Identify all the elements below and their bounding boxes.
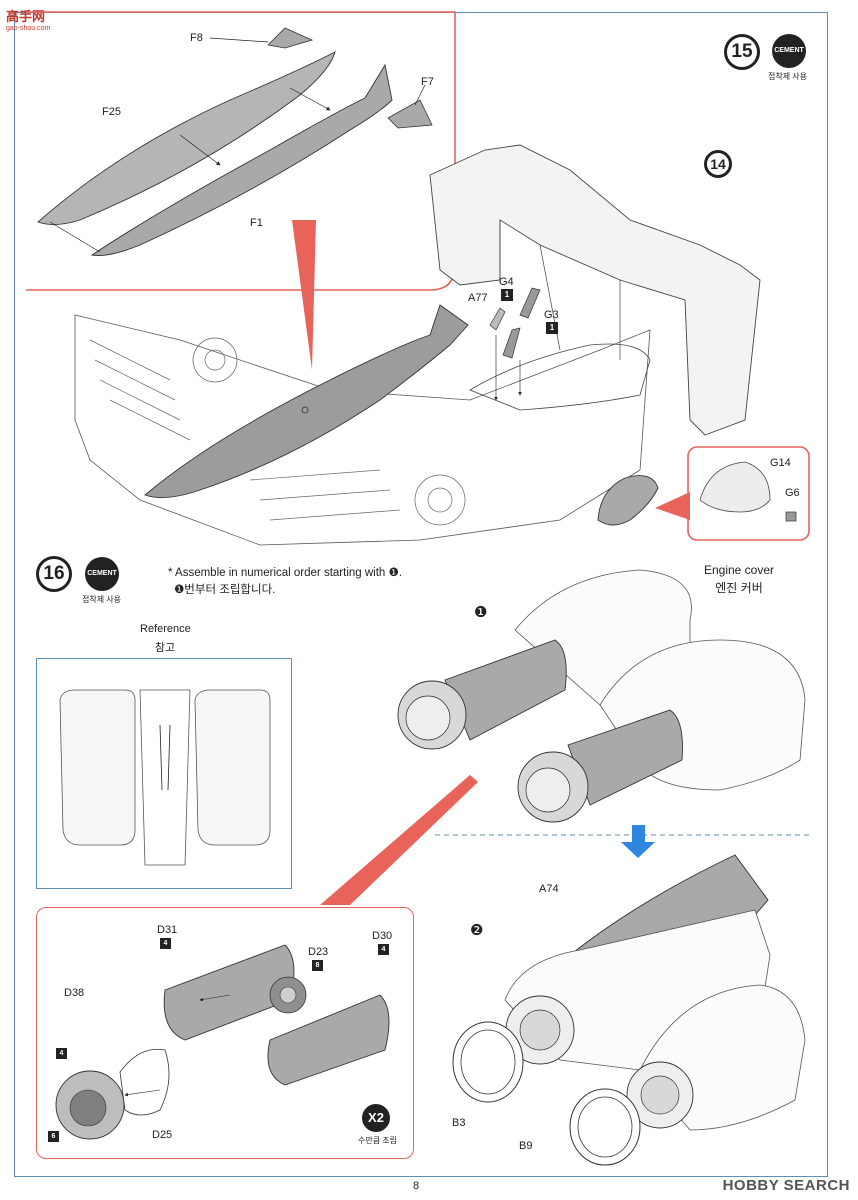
- reference-label-en: Reference: [140, 623, 191, 635]
- site-logo-sub: gao-shou.com: [6, 25, 51, 32]
- callout-pointer-top: [292, 220, 316, 370]
- callout-pointer-g14: [655, 492, 690, 520]
- qty-g4: 1: [501, 289, 513, 301]
- label-f8: F8: [190, 32, 203, 44]
- reference-engines-drawing: [59, 689, 271, 866]
- callout-panel-droptank: [26, 11, 456, 291]
- label-d38: D38: [64, 987, 85, 999]
- assembled-drop-tank: [144, 304, 469, 499]
- step-16-cement-note: 접착제 사용: [82, 595, 122, 604]
- step-16-number: 16: [36, 556, 72, 592]
- label-g4: G4: [499, 276, 514, 288]
- step-15-cement-icon: CEMENT: [772, 34, 806, 68]
- part-d25-plate: [119, 1048, 170, 1116]
- make-two-note: 수만큼 조립: [358, 1136, 398, 1145]
- engine-nacelle-outline: [469, 343, 651, 411]
- label-f25: F25: [102, 106, 121, 118]
- qty-d23: 8: [312, 960, 323, 971]
- callout-pointer-step16: [320, 775, 478, 905]
- g14-detail-drawing: [699, 461, 771, 513]
- part-f25-tank-half: [37, 51, 336, 225]
- substep-1-marker: ❶: [474, 604, 488, 621]
- qty-g3: 1: [546, 322, 558, 334]
- part-g3: [519, 287, 541, 319]
- label-d23: D23: [308, 946, 329, 958]
- step-14-reference: 14: [704, 150, 732, 178]
- label-f7: F7: [421, 76, 434, 88]
- page-number: 8: [413, 1180, 420, 1192]
- qty-d38-a: 4: [56, 1048, 67, 1059]
- part-b3-ring: [452, 1021, 524, 1103]
- reference-box: [36, 658, 292, 889]
- label-d25: D25: [152, 1129, 173, 1141]
- label-d31: D31: [157, 924, 178, 936]
- step-15-number: 15: [724, 34, 760, 70]
- engine-assembly-step1: [397, 569, 806, 823]
- callout-box-g14: [687, 446, 810, 541]
- part-f7-fin: [387, 99, 433, 129]
- engine-assembly-step2: [452, 854, 806, 1166]
- label-g3: G3: [544, 309, 559, 321]
- callout-box-engine-detail: [36, 907, 414, 1159]
- label-g6: G6: [785, 487, 800, 499]
- wing-assembly: [429, 144, 761, 436]
- part-b9-ring: [569, 1088, 641, 1166]
- make-two-badge: X2: [362, 1104, 390, 1132]
- label-f1: F1: [250, 217, 263, 229]
- step-15-cement-note: 접착제 사용: [768, 72, 808, 81]
- part-g14-cover: [597, 475, 659, 526]
- engine-subassembly-detail: [55, 944, 390, 1140]
- qty-d38-b: 6: [48, 1131, 59, 1142]
- part-f8-fin: [267, 27, 314, 49]
- landing-gear-lines: [89, 337, 466, 526]
- engine-cover-label-ko: 엔진 커버: [715, 581, 763, 595]
- reference-label-ko: 참고: [154, 642, 176, 654]
- step-16-cement-icon: CEMENT: [85, 557, 119, 591]
- aircraft-underside-outline: [74, 314, 651, 546]
- qty-d31: 4: [160, 938, 171, 949]
- instruction-en: * Assemble in numerical order starting w…: [168, 567, 403, 579]
- label-a77: A77: [468, 292, 488, 304]
- label-a74: A74: [539, 883, 559, 895]
- part-d30-half: [267, 994, 390, 1086]
- part-g4: [502, 327, 521, 359]
- label-b9: B9: [519, 1140, 533, 1152]
- engine-cover-label-en: Engine cover: [703, 563, 775, 577]
- watermark: HOBBY SEARCH: [722, 1177, 850, 1194]
- label-b3: B3: [452, 1117, 466, 1129]
- qty-d30: 4: [378, 944, 389, 955]
- part-g6: [785, 511, 797, 522]
- label-g14: G14: [770, 457, 791, 469]
- part-a77: [489, 307, 506, 331]
- label-d30: D30: [372, 930, 393, 942]
- substep-2-marker: ❷: [470, 922, 484, 939]
- instruction-ko: ❶번부터 조립합니다.: [174, 584, 276, 596]
- blue-down-arrow: [621, 825, 655, 858]
- part-f1-tank-half: [90, 63, 393, 256]
